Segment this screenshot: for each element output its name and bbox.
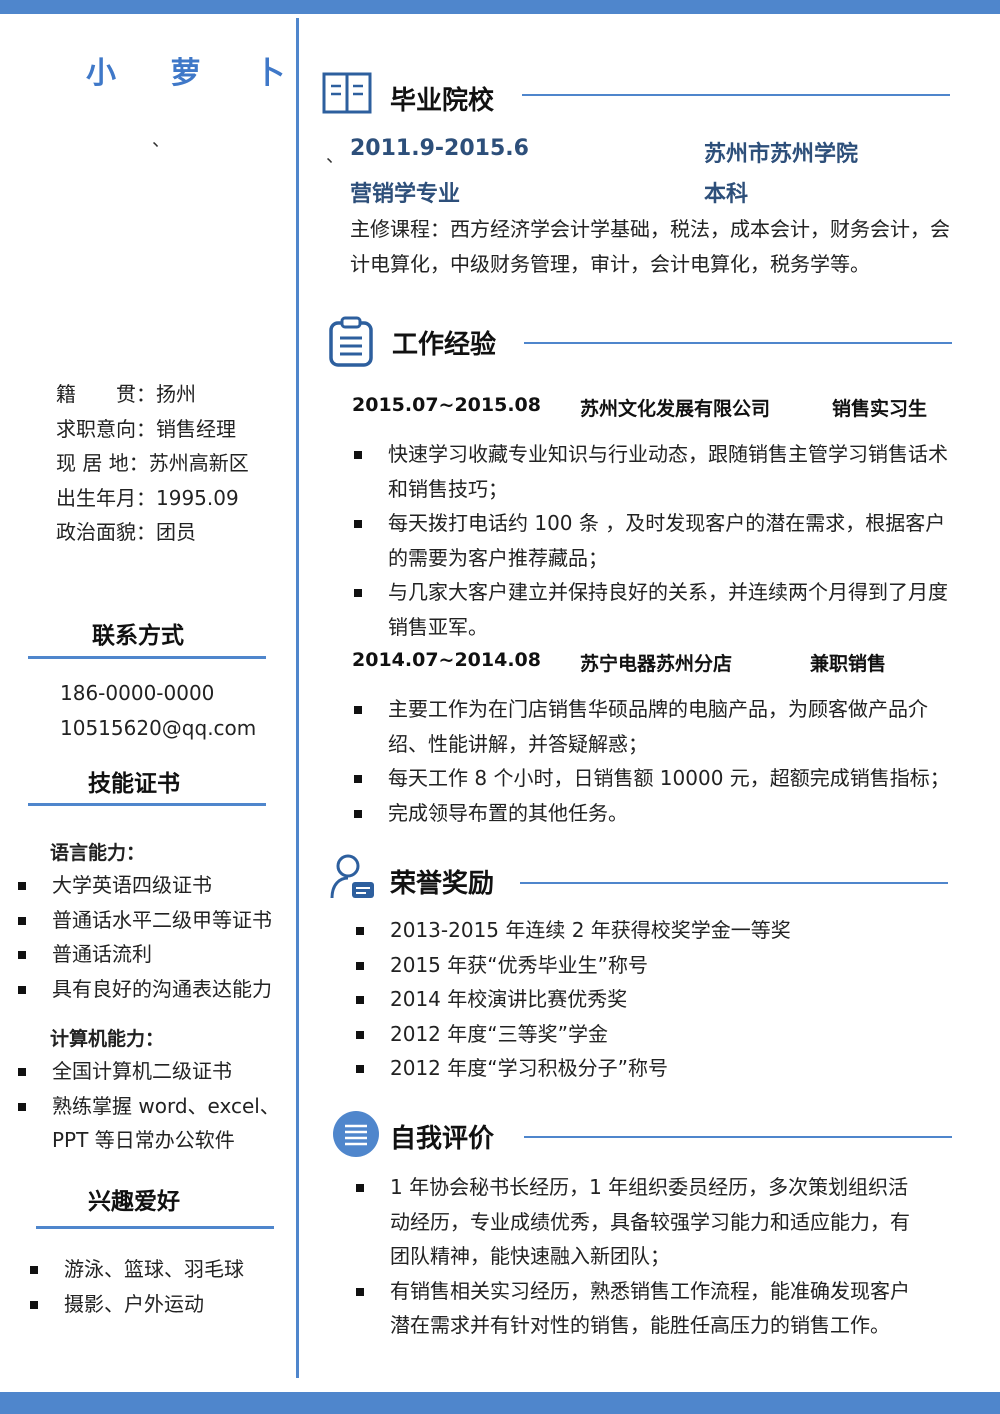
self-eval-rule — [524, 1136, 952, 1138]
education-major: 营销学专业 — [350, 182, 461, 207]
work-rule — [524, 342, 952, 344]
info-row-hometown: 籍 贯：扬州 — [56, 377, 249, 412]
info-value: 苏州高新区 — [148, 451, 249, 475]
list-item: 主要工作为在门店销售华硕品牌的电脑产品，为顾客做产品介绍、性能讲解，并答疑解惑； — [354, 692, 950, 761]
info-value: 扬州 — [156, 382, 196, 406]
contact-heading: 联系方式 — [92, 623, 184, 649]
info-label: 籍 贯： — [56, 382, 156, 406]
honors-list: 2013-2015 年连续 2 年获得校奖学金一等奖 2015 年获“优秀毕业生… — [356, 913, 916, 1086]
stray-mark: 、 — [326, 146, 344, 167]
job-duties-list: 主要工作为在门店销售华硕品牌的电脑产品，为顾客做产品介绍、性能讲解，并答疑解惑；… — [354, 692, 950, 830]
book-icon — [322, 72, 372, 114]
computer-list: 全国计算机二级证书 熟练掌握 word、excel、 PPT 等日常办公软件 — [18, 1054, 280, 1158]
language-list: 大学英语四级证书 普通话水平二级甲等证书 普通话流利 具有良好的沟通表达能力 — [18, 868, 272, 1006]
list-circle-icon — [333, 1111, 379, 1157]
list-item: 2012 年度“三等奖”学金 — [356, 1017, 916, 1052]
contact-block: 186-0000-0000 10515620@qq.com — [60, 676, 256, 746]
email-address: 10515620@qq.com — [60, 716, 257, 740]
job-position: 销售实习生 — [832, 398, 928, 420]
info-value: 1995.09 — [156, 485, 239, 510]
list-item: 熟练掌握 word、excel、 — [18, 1089, 280, 1124]
hobbies-heading: 兴趣爱好 — [88, 1189, 180, 1215]
list-item: 快速学习收藏专业知识与行业动态，跟随销售主管学习销售话术和销售技巧； — [354, 437, 950, 506]
person-card-icon — [330, 854, 374, 899]
job-period: 2015.07~2015.08 — [352, 394, 541, 416]
honors-heading: 荣誉奖励 — [390, 869, 495, 899]
job-duties-list: 快速学习收藏专业知识与行业动态，跟随销售主管学习销售话术和销售技巧； 每天拨打电… — [354, 437, 950, 644]
job-position: 兼职销售 — [810, 653, 887, 675]
list-item: 摄影、户外运动 — [30, 1287, 244, 1322]
resume-name: 小 萝 卜 — [86, 56, 307, 91]
self-eval-list: 1 年协会秘书长经历，1 年组织委员经历，多次策划组织活动经历，专业成绩优秀，具… — [356, 1170, 926, 1343]
self-eval-heading: 自我评价 — [390, 1124, 495, 1154]
list-item: 2013-2015 年连续 2 年获得校奖学金一等奖 — [356, 913, 916, 948]
list-item: 2015 年获“优秀毕业生”称号 — [356, 948, 916, 983]
contact-rule — [28, 656, 266, 659]
personal-info: 籍 贯：扬州 求职意向：销售经理 现 居 地：苏州高新区 出生年月：1995.0… — [56, 377, 249, 550]
list-item: 具有良好的沟通表达能力 — [18, 972, 272, 1007]
info-label: 政治面貌： — [56, 520, 156, 544]
info-row-residence: 现 居 地：苏州高新区 — [56, 446, 249, 481]
language-subheading: 语言能力： — [50, 842, 146, 864]
stray-mark: 、 — [152, 130, 170, 151]
job-company: 苏州文化发展有限公司 — [580, 398, 771, 420]
job-company: 苏宁电器苏州分店 — [580, 653, 733, 675]
list-item: 2012 年度“学习积极分子”称号 — [356, 1051, 916, 1086]
list-item: 全国计算机二级证书 — [18, 1054, 280, 1089]
skills-heading: 技能证书 — [88, 771, 180, 797]
list-item: 有销售相关实习经历，熟悉销售工作流程，能准确发现客户潜在需求并有针对性的销售，能… — [356, 1274, 926, 1343]
info-value: 销售经理 — [156, 416, 236, 441]
info-label: 现 居 地： — [56, 451, 149, 475]
info-row-job-target: 求职意向：销售经理 — [56, 412, 249, 447]
info-row-political: 政治面貌：团员 — [56, 515, 249, 550]
education-period: 2011.9-2015.6 — [350, 136, 529, 161]
bottom-bar — [0, 1392, 1000, 1414]
list-item: 完成领导布置的其他任务。 — [354, 796, 950, 831]
info-value: 团员 — [156, 520, 196, 544]
list-item: 与几家大客户建立并保持良好的关系，并连续两个月得到了月度销售亚军。 — [354, 575, 950, 644]
hobbies-rule — [36, 1226, 274, 1229]
education-heading: 毕业院校 — [390, 86, 495, 116]
list-item: 1 年协会秘书长经历，1 年组织委员经历，多次策划组织活动经历，专业成绩优秀，具… — [356, 1170, 926, 1274]
education-rule — [522, 94, 950, 96]
list-item: 游泳、篮球、羽毛球 — [30, 1252, 244, 1287]
top-bar — [0, 0, 1000, 14]
education-school: 苏州市苏州学院 — [704, 142, 859, 167]
hobbies-list: 游泳、篮球、羽毛球 摄影、户外运动 — [30, 1252, 244, 1321]
list-item: 普通话水平二级甲等证书 — [18, 903, 272, 938]
phone-number: 186-0000-0000 — [60, 681, 215, 705]
list-item: 普通话流利 — [18, 937, 272, 972]
job-period: 2014.07~2014.08 — [352, 649, 541, 671]
list-item: 大学英语四级证书 — [18, 868, 272, 903]
clipboard-icon — [329, 316, 373, 367]
list-item: 每天拨打电话约 100 条 ，及时发现客户的潜在需求，根据客户的需要为客户推荐藏… — [354, 506, 950, 575]
list-item-continuation: PPT 等日常办公软件 — [52, 1128, 235, 1152]
list-item: 每天工作 8 个小时，日销售额 10000 元，超额完成销售指标； — [354, 761, 950, 796]
info-label: 出生年月： — [56, 485, 156, 510]
column-divider — [296, 18, 299, 1378]
education-courses: 主修课程：西方经济学会计学基础，税法，成本会计，财务会计，会计电算化，中级财务管… — [350, 217, 950, 276]
info-label: 求职意向： — [56, 416, 156, 441]
education-degree: 本科 — [704, 182, 749, 207]
info-row-birth: 出生年月：1995.09 — [56, 481, 249, 516]
work-heading: 工作经验 — [392, 330, 497, 360]
computer-subheading: 计算机能力： — [50, 1028, 165, 1050]
honors-rule — [520, 882, 948, 884]
skills-rule — [28, 803, 266, 806]
list-item: 2014 年校演讲比赛优秀奖 — [356, 982, 916, 1017]
